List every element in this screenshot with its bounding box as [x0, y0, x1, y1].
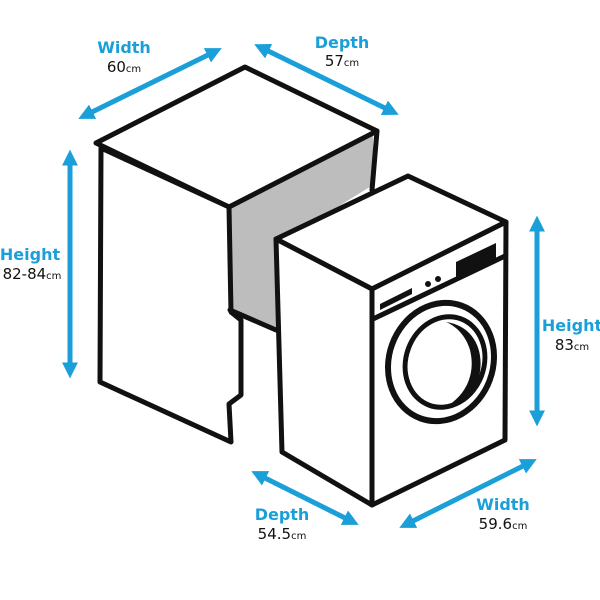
cabinet-width-title: Width [97, 38, 151, 57]
machine-drum-shadow [444, 322, 481, 408]
control-button-icon [425, 281, 431, 287]
machine-door-window [402, 314, 488, 410]
cabinet-front [97, 145, 244, 445]
cabinet-side [369, 128, 380, 193]
detergent-drawer-icon [380, 288, 412, 310]
dimension-arrows [61, 44, 546, 528]
washing-machine-illustration [273, 173, 509, 508]
machine-height-unit: cm [574, 342, 589, 353]
cabinet-width-value: 60 [107, 58, 126, 76]
machine-height-label: Height 83cm [542, 316, 600, 354]
machine-height-value: 83 [555, 336, 574, 354]
cabinet-depth-title: Depth [315, 33, 370, 52]
machine-depth-unit: cm [291, 531, 306, 542]
machine-height-title: Height [542, 316, 600, 335]
cabinet-depth-value: 57 [325, 52, 344, 70]
machine-width-label: Width 59.6cm [476, 495, 530, 533]
machine-width-value: 59.6 [479, 515, 512, 533]
machine-width-measure: 59.6cm [479, 515, 528, 533]
cabinet-depth-unit: cm [344, 58, 359, 69]
display-panel-icon [456, 243, 496, 278]
cabinet-depth-measure: 57cm [325, 52, 359, 70]
machine-depth-title: Depth [255, 505, 310, 524]
cabinet-height-title: Height [0, 245, 60, 264]
machine-side [273, 236, 375, 508]
cabinet-depth-label: Depth 57cm [315, 33, 370, 70]
machine-depth-arrow [251, 471, 359, 525]
cabinet-height-value: 82-84 [3, 265, 47, 283]
machine-height-measure: 83cm [555, 336, 589, 354]
machine-depth-label: Depth 54.5cm [255, 505, 310, 543]
machine-depth-measure: 54.5cm [258, 525, 307, 543]
cabinet-width-label: Width 60cm [97, 38, 151, 76]
machine-width-title: Width [476, 495, 530, 514]
cabinet-recess-edge [227, 307, 279, 333]
cabinet-height-label: Height 82-84cm [0, 245, 61, 283]
cabinet-recess [230, 135, 373, 330]
cabinet-height-unit: cm [46, 271, 61, 282]
machine-width-unit: cm [512, 521, 527, 532]
cabinet-width-measure: 60cm [107, 58, 141, 76]
machine-width-arrow [399, 459, 537, 528]
machine-depth-value: 54.5 [258, 525, 291, 543]
cabinet-height-measure: 82-84cm [3, 265, 62, 283]
cabinet-depth-arrow [254, 44, 399, 115]
control-button-icon [435, 276, 441, 282]
cabinet-width-unit: cm [126, 64, 141, 75]
machine-panel-line [370, 253, 508, 322]
cabinet-width-arrow [78, 48, 222, 119]
